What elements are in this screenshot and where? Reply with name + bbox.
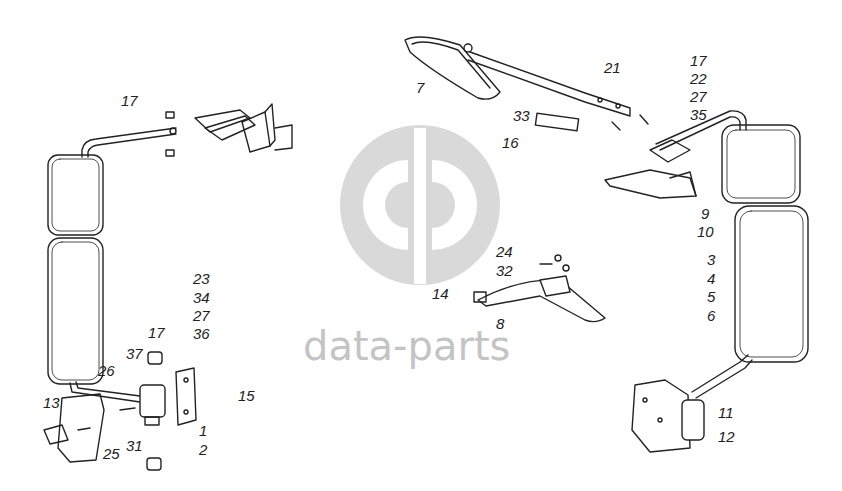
callout-number: 17 <box>121 92 138 109</box>
callout-number: 15 <box>238 387 255 404</box>
callout-number: 36 <box>193 325 210 342</box>
callout-number: 17 <box>690 52 707 69</box>
callout-number: 2 <box>199 441 207 458</box>
plate <box>535 113 578 131</box>
callout-number: 33 <box>513 107 530 124</box>
callout-number: 35 <box>690 106 707 123</box>
mount-plate <box>176 368 196 425</box>
callout-number: 17 <box>148 324 165 341</box>
callout-number: 34 <box>193 289 210 306</box>
callout-number: 22 <box>690 70 707 87</box>
callout-number: 5 <box>707 288 715 305</box>
adjust-motor <box>140 385 165 417</box>
callout-number: 7 <box>416 79 424 96</box>
callout-number: 3 <box>707 251 715 268</box>
bracket <box>605 170 696 198</box>
callout-number: 6 <box>707 307 715 324</box>
watermark-text: data-parts <box>303 324 510 368</box>
callout-number: 1 <box>199 422 207 439</box>
callout-number: 25 <box>103 445 120 462</box>
callout-number: 9 <box>701 205 709 222</box>
watermark-logo <box>340 125 500 285</box>
callout-number: 4 <box>707 270 715 287</box>
callout-number: 27 <box>690 88 707 105</box>
mirror-lower <box>48 238 103 384</box>
visor <box>405 37 500 99</box>
callout-number: 11 <box>718 404 734 421</box>
callout-number: 37 <box>126 345 143 362</box>
callout-number: 12 <box>718 428 735 445</box>
cover <box>58 394 104 462</box>
callout-number: 21 <box>604 59 621 76</box>
callout-number: 13 <box>43 394 60 411</box>
callout-number: 24 <box>496 243 513 260</box>
callout-number: 10 <box>697 223 714 240</box>
callout-number: 26 <box>98 362 115 379</box>
mirror-lower-right <box>735 206 808 362</box>
callout-number: 32 <box>496 262 513 279</box>
callout-number: 14 <box>432 285 449 302</box>
callout-number: 27 <box>193 307 210 324</box>
mirror-upper-right <box>722 125 800 203</box>
callout-number: 16 <box>502 134 519 151</box>
callout-number: 31 <box>126 437 143 454</box>
callout-number: 23 <box>193 270 210 287</box>
mirror-upper <box>48 155 103 235</box>
